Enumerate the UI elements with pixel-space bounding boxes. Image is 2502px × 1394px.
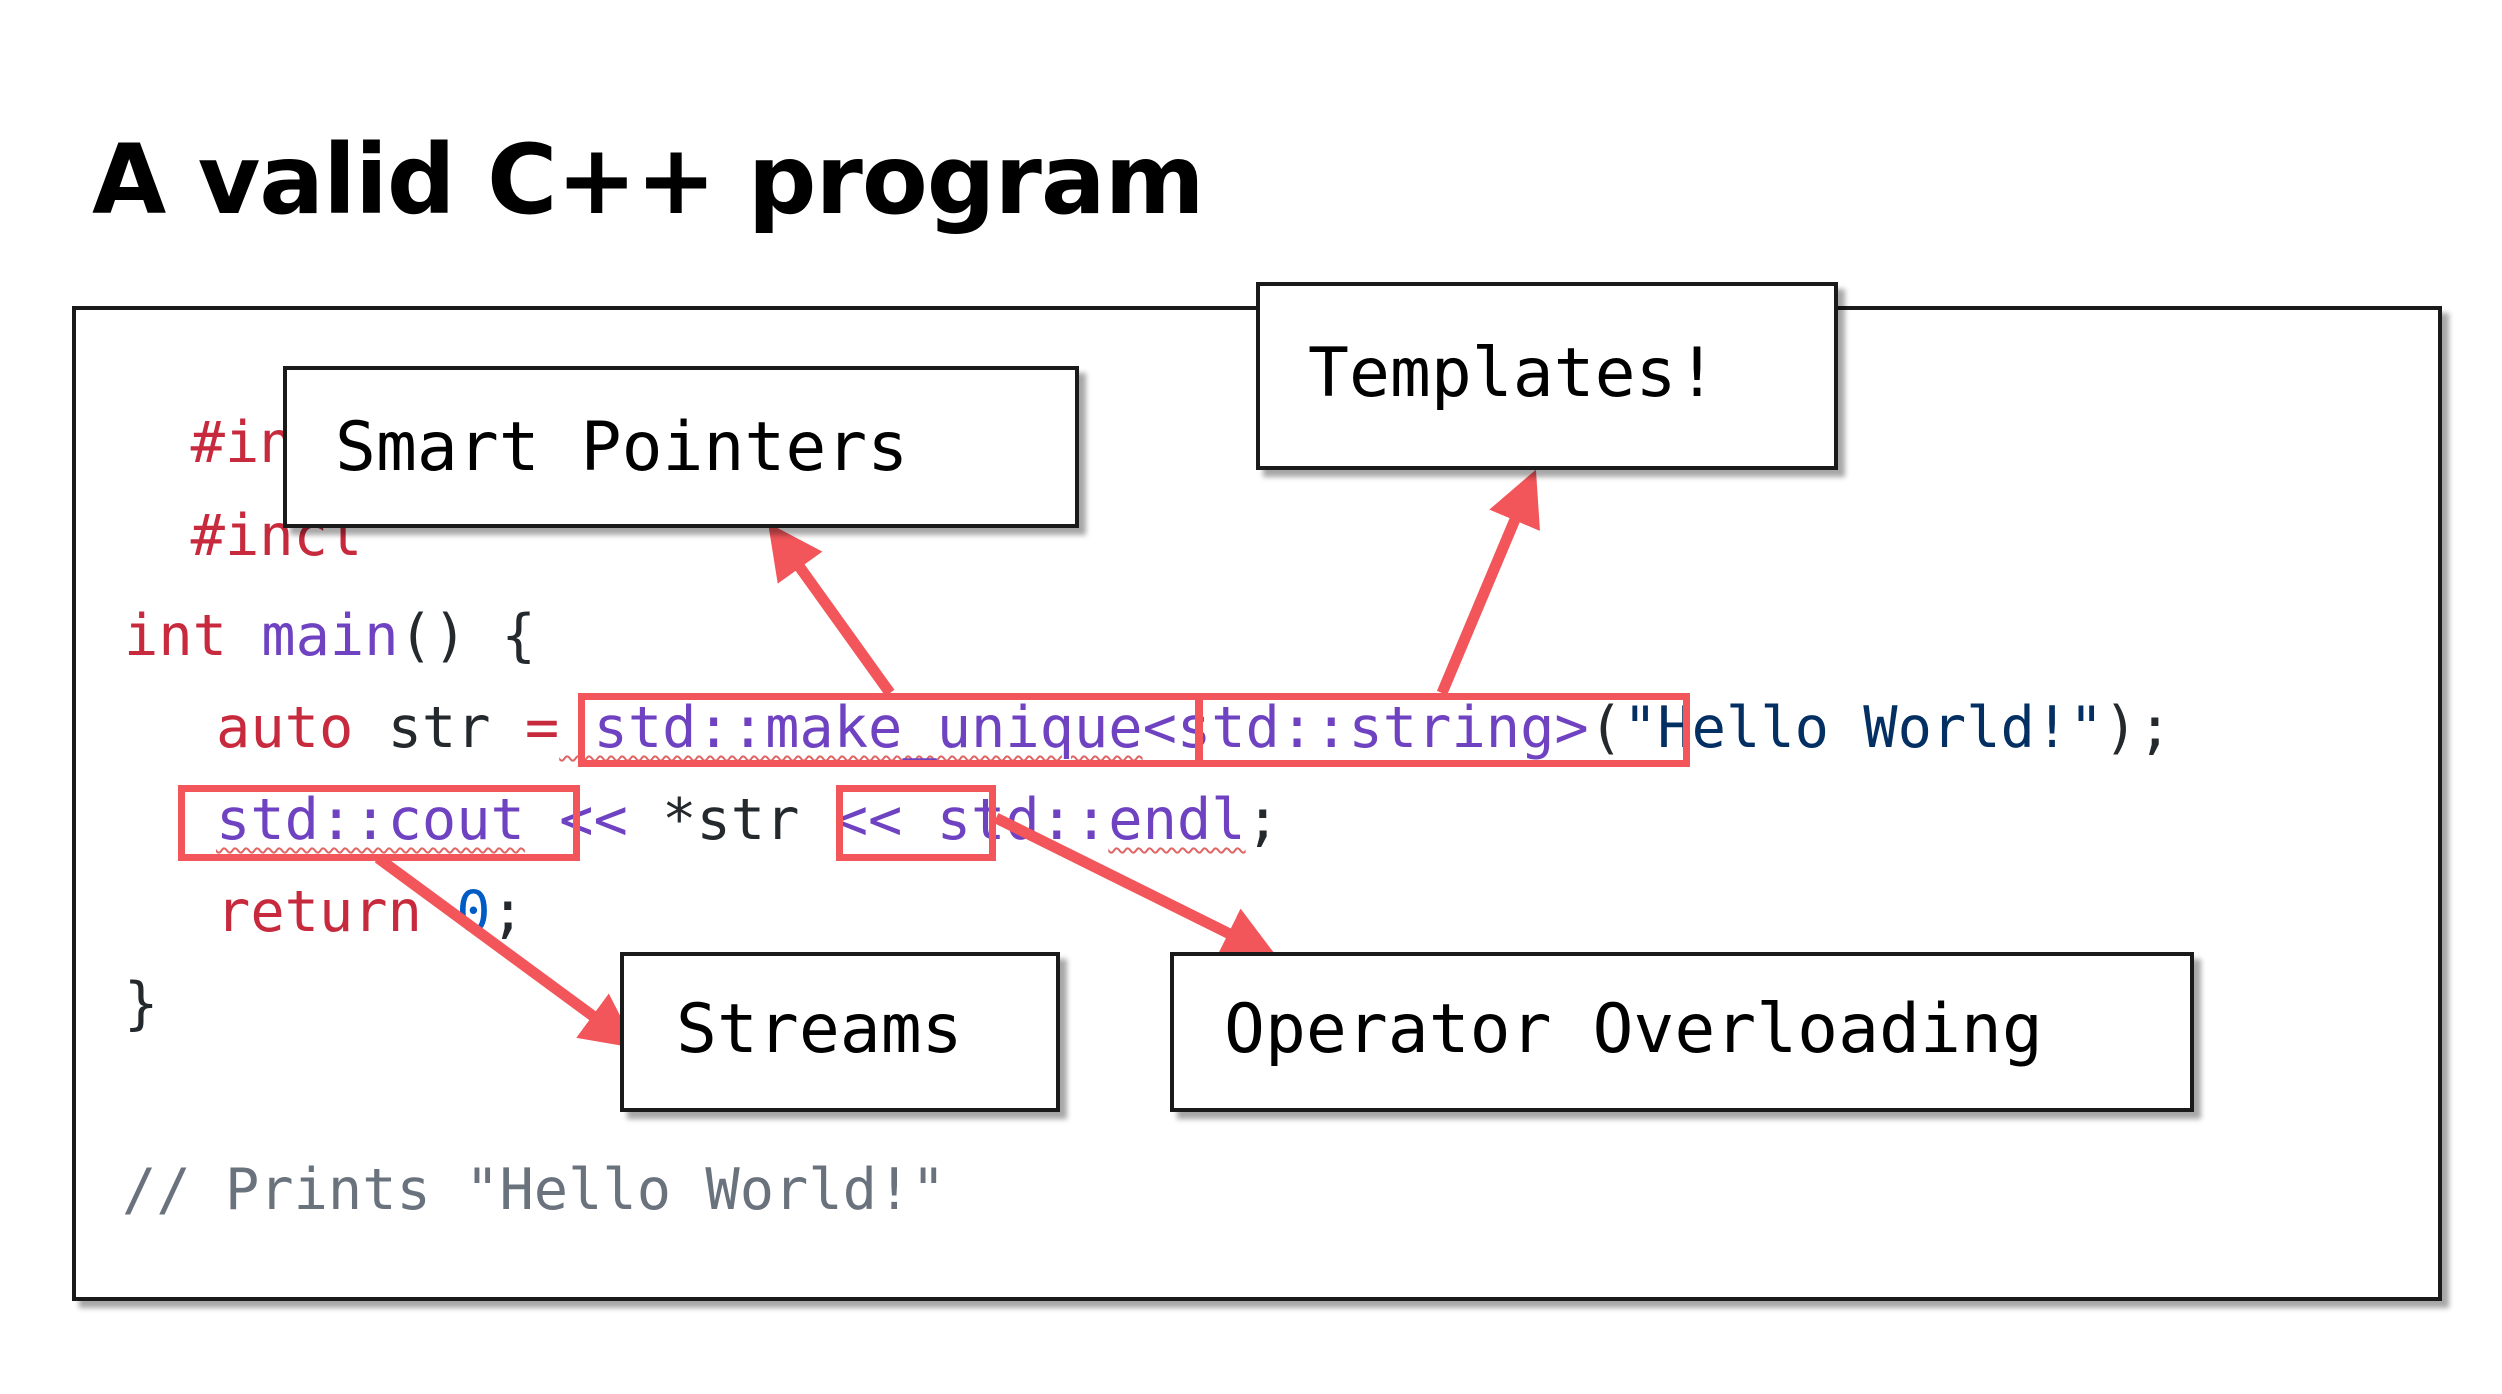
highlight-make-unique (578, 693, 1202, 767)
template-argument: <std::string> (1142, 695, 1589, 761)
callout-label: Operator Overloading (1224, 990, 2043, 1069)
highlight-template-argument (1196, 693, 1690, 767)
int-keyword: int (124, 603, 227, 669)
closing-brace: } (124, 971, 159, 1037)
make-unique-call: std::make_unique (559, 695, 1143, 761)
stream-operator-1: << (524, 787, 663, 853)
code-line-cout: std::cout << *str << std::endl; (216, 792, 1280, 849)
highlight-stream-operator (836, 785, 996, 861)
auto-keyword: auto (216, 695, 354, 761)
deref-str: *str (662, 787, 800, 853)
callout-streams: Streams (620, 952, 1060, 1112)
return-value: 0 (456, 879, 491, 945)
code-line-close-brace: } (124, 976, 158, 1033)
open-paren: ( (1588, 695, 1624, 761)
std-endl: endl (1108, 787, 1246, 853)
slide-title: A valid C++ program (92, 124, 1205, 236)
callout-smart-pointers: Smart Pointers (283, 366, 1079, 528)
highlight-std-cout (178, 785, 580, 861)
code-comment: // Prints "Hello World!" (122, 1157, 946, 1223)
code-line-comment: // Prints "Hello World!" (122, 1162, 946, 1219)
hello-world-string: "Hello World!" (1623, 695, 2104, 761)
main-function: main (261, 603, 399, 669)
std-cout: std::cout (216, 787, 525, 853)
assign-operator: = (524, 695, 560, 761)
close-paren: ); (2103, 695, 2173, 761)
callout-label: Smart Pointers (335, 408, 909, 487)
return-keyword: return (216, 879, 422, 945)
callout-label: Streams (676, 990, 963, 1069)
statement-end: ; (490, 879, 525, 945)
main-signature: () { (398, 603, 536, 669)
code-line-main: int main() { (124, 608, 536, 665)
callout-label: Templates! (1308, 334, 1718, 413)
statement-end: ; (1245, 787, 1280, 853)
callout-operator-overloading: Operator Overloading (1170, 952, 2194, 1112)
stream-operator-2: << (799, 787, 937, 853)
code-line-return: return 0; (216, 884, 525, 941)
str-variable: str (353, 695, 525, 761)
code-line-auto-str: auto str = std::make_unique<std::string>… (216, 700, 2172, 757)
callout-templates: Templates! (1256, 282, 1838, 470)
